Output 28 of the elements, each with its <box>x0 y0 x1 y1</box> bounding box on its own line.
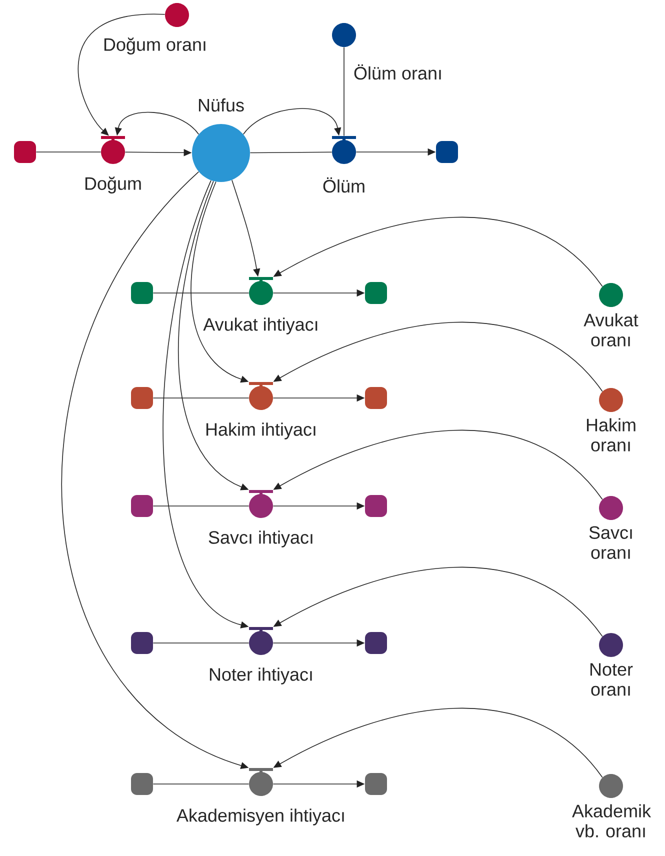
node-label: Akademik vb. oranı <box>572 804 652 838</box>
cloud-symbol <box>365 282 387 304</box>
node-label: Savcı oranı <box>589 526 632 559</box>
node-label: Avukat oranı <box>584 313 638 346</box>
cloud-symbol <box>365 387 387 409</box>
node-label: Akademisyen ihtiyacı <box>176 808 344 826</box>
node-label: Ölüm oranı <box>354 64 441 80</box>
cloud-symbol <box>131 773 153 795</box>
cloud-symbol <box>365 773 387 795</box>
node-label: Hakim oranı <box>586 418 636 452</box>
node-label: Ölüm <box>323 177 364 193</box>
node-label: Avukat ihtiyacı <box>203 318 318 334</box>
node-label: Noter oranı <box>590 663 633 696</box>
node-label: Nüfus <box>198 98 244 112</box>
node-label: Doğum <box>85 176 141 194</box>
cloud-symbol <box>131 632 153 654</box>
cloud-symbol <box>436 141 458 163</box>
cloud-symbol <box>365 632 387 654</box>
cloud-symbol <box>14 141 36 163</box>
cloud-symbol <box>131 282 153 304</box>
node-label: Hakim ihtiyacı <box>206 422 316 440</box>
cloud-symbol <box>131 495 153 517</box>
arrow <box>78 14 166 136</box>
node-label: Savcı ihtiyacı <box>208 530 312 548</box>
cloud-symbol <box>131 387 153 409</box>
node-label: Noter ihtiyacı <box>210 668 312 684</box>
cloud-symbol <box>365 495 387 517</box>
node-label: Doğum oranı <box>104 38 206 54</box>
